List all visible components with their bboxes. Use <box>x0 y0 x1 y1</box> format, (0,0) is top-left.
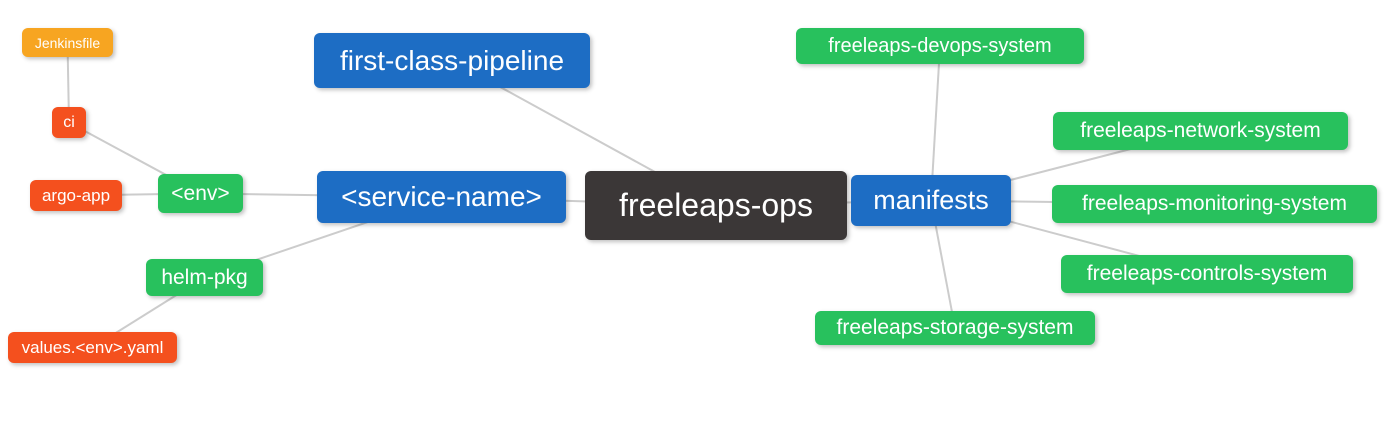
node-freeleaps-monitoring-system[interactable]: freeleaps-monitoring-system <box>1052 185 1377 223</box>
node-service-name[interactable]: <service-name> <box>317 171 566 223</box>
node-jenkinsfile[interactable]: Jenkinsfile <box>22 28 113 57</box>
node-first-class-pipeline[interactable]: first-class-pipeline <box>314 33 590 88</box>
node-freeleaps-controls-system[interactable]: freeleaps-controls-system <box>1061 255 1353 293</box>
node-values-env-yaml[interactable]: values.<env>.yaml <box>8 332 177 363</box>
node-env[interactable]: <env> <box>158 174 243 213</box>
node-freeleaps-network-system[interactable]: freeleaps-network-system <box>1053 112 1348 150</box>
node-freeleaps-storage-system[interactable]: freeleaps-storage-system <box>815 311 1095 345</box>
node-freeleaps-devops-system[interactable]: freeleaps-devops-system <box>796 28 1084 64</box>
node-freeleaps-ops[interactable]: freeleaps-ops <box>585 171 847 240</box>
node-manifests[interactable]: manifests <box>851 175 1011 226</box>
node-ci[interactable]: ci <box>52 107 86 138</box>
node-argo-app[interactable]: argo-app <box>30 180 122 211</box>
node-helm-pkg[interactable]: helm-pkg <box>146 259 263 296</box>
